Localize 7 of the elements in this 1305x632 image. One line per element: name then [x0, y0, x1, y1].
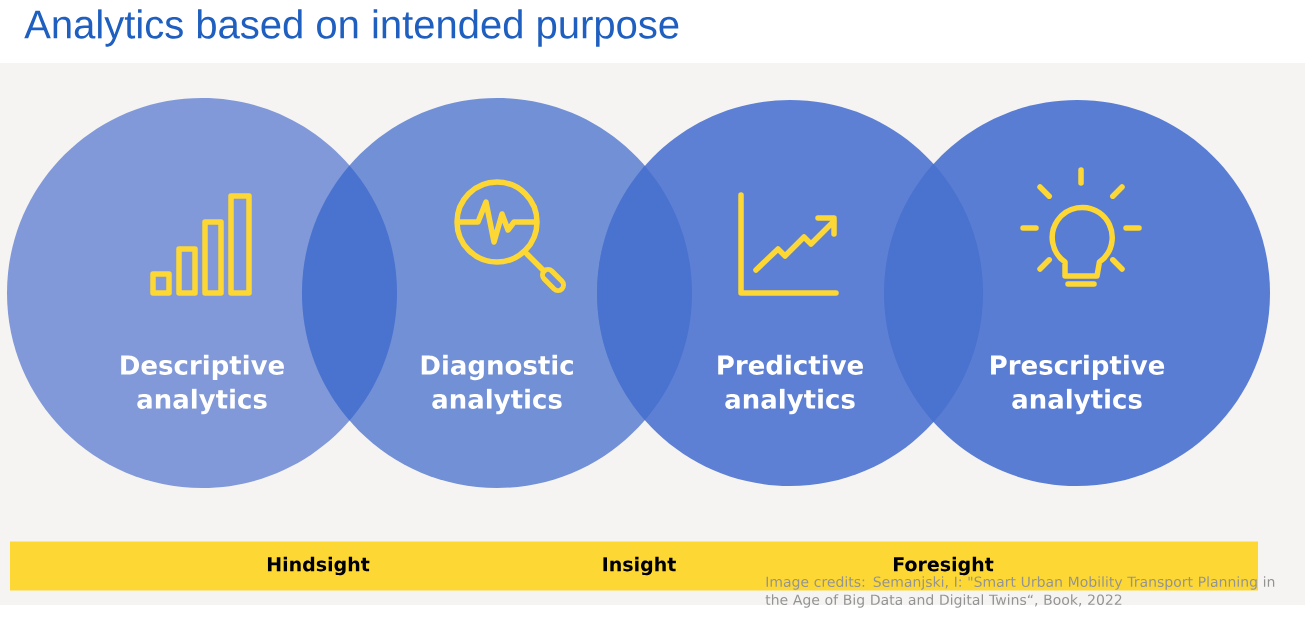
band-label: Hindsight [267, 556, 370, 576]
timeline-band [10, 541, 1258, 591]
node-label: Prescriptive analytics [991, 354, 1165, 415]
title: Analytics based on intended purpose [24, 9, 679, 47]
band-label: Insight [603, 556, 676, 576]
image-credit: Image credits: Semanjski, I: "Smart Urban Mobility Transport Planning in the Age of Big Data and Digital Twins“, Book, 2022 [765, 576, 1275, 608]
band-label: Foresight [894, 556, 994, 576]
